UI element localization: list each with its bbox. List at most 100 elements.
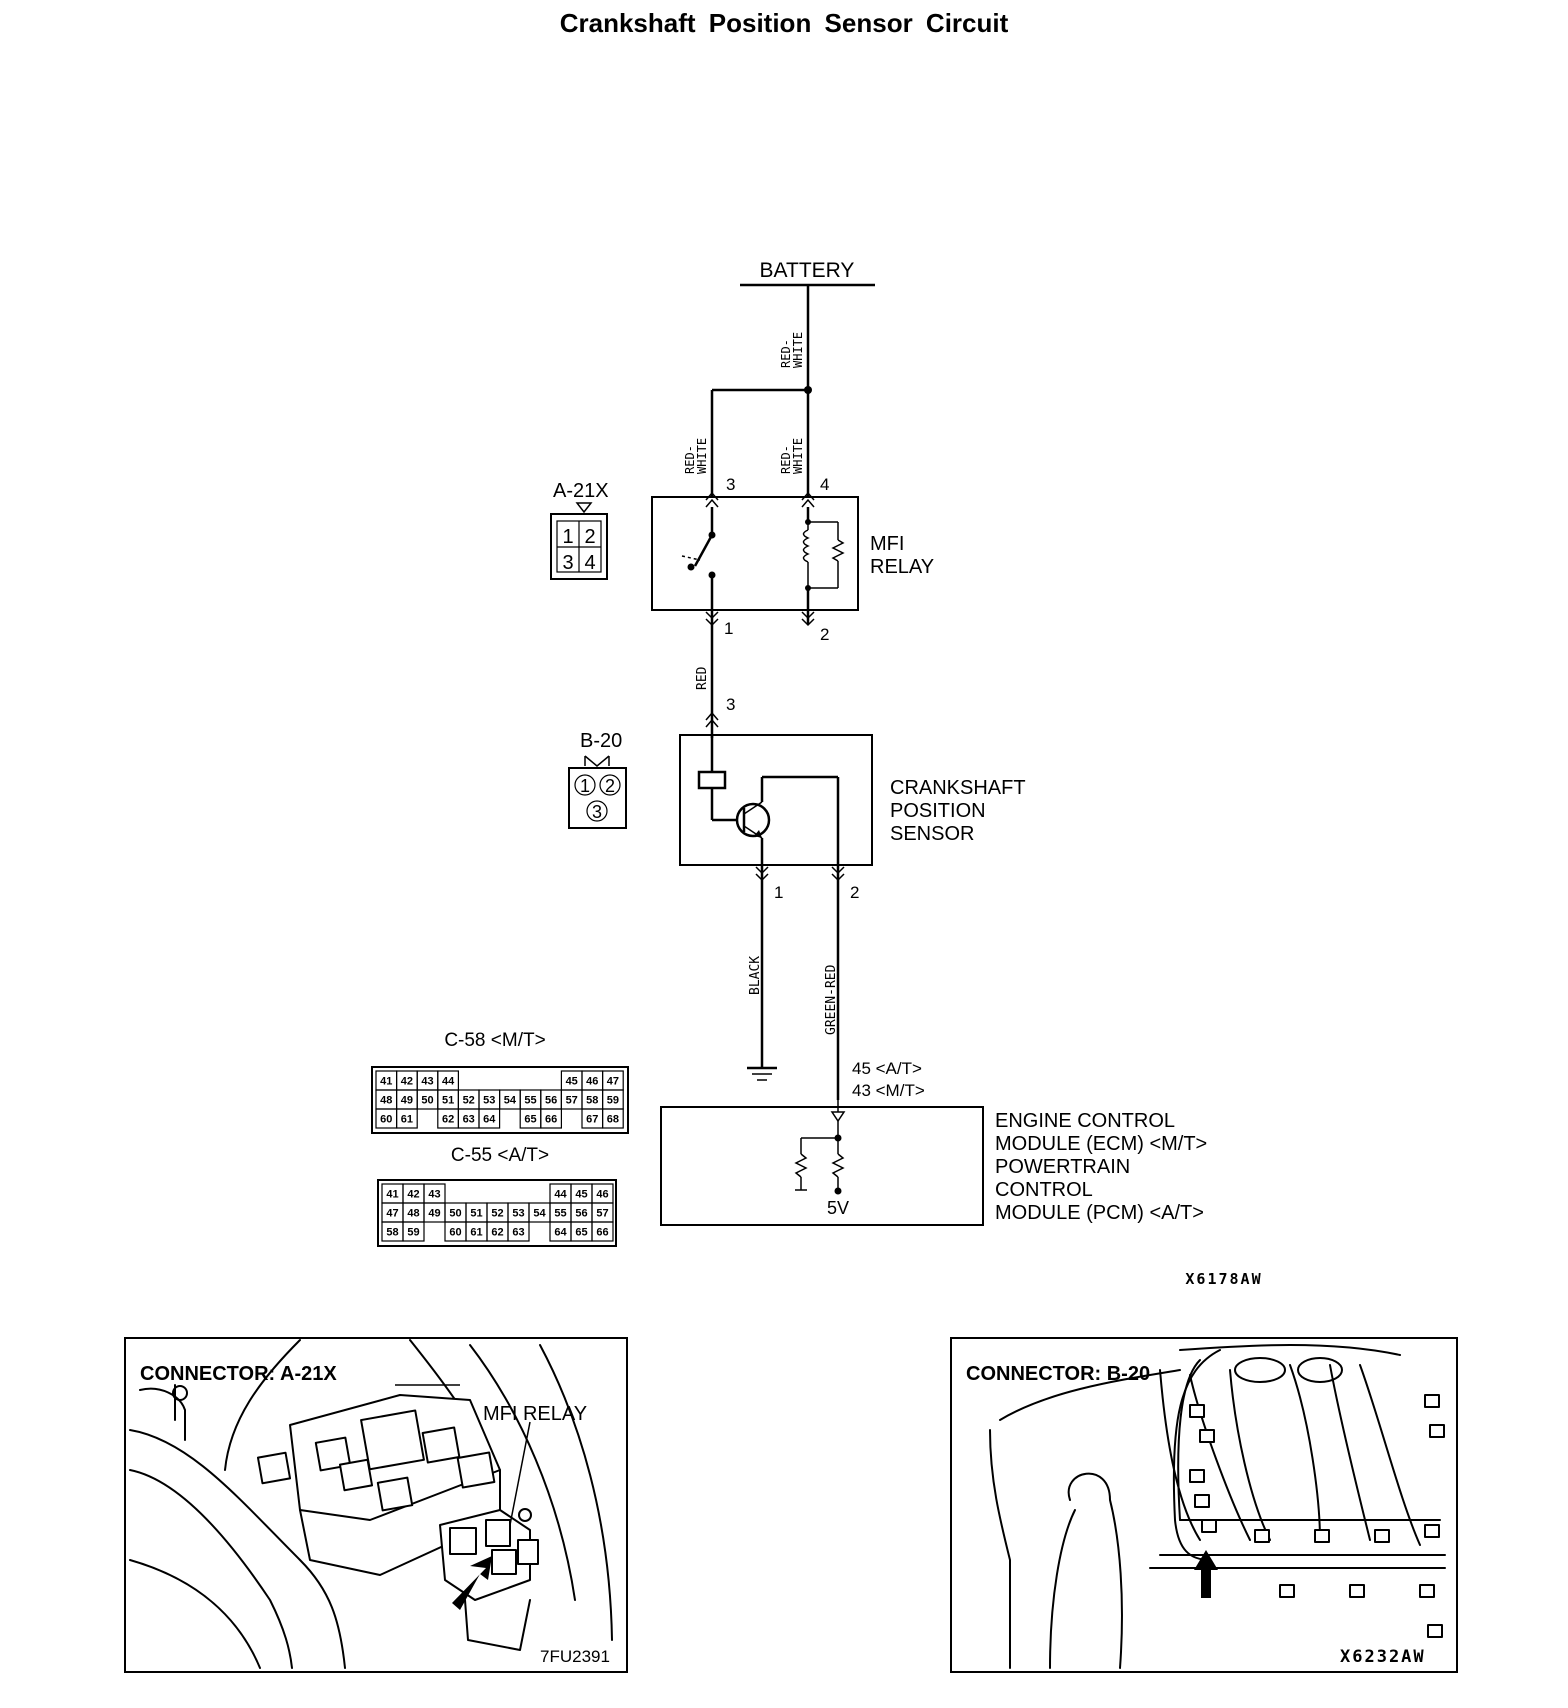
- pin-number: 59: [407, 1227, 419, 1239]
- wire-label-green-red: GREEN-RED: [824, 964, 839, 1035]
- pin-number: 65: [575, 1227, 587, 1239]
- sensor-transistor: [735, 802, 771, 838]
- pin-number: 55: [554, 1208, 566, 1220]
- svg-text:WHITE: WHITE: [791, 438, 805, 474]
- ecm-box: [660, 1106, 984, 1226]
- pin-number: 44: [442, 1076, 455, 1088]
- relay-pin-4: 4: [820, 475, 829, 494]
- pin-cell: [601, 1108, 624, 1129]
- wire-label-branch-left: RED- WHITE: [683, 438, 709, 474]
- pin-number: 48: [407, 1208, 419, 1220]
- arrow-icon: [1194, 1550, 1218, 1598]
- svg-text:BLACK: BLACK: [748, 956, 763, 995]
- svg-text:RED-: RED-: [779, 339, 793, 368]
- ecm-pin-45: 45 <A/T>: [852, 1059, 922, 1078]
- ecm-label-line3: POWERTRAIN: [995, 1156, 1130, 1178]
- sensor-label-line2: POSITION: [890, 800, 986, 822]
- connector-view-b20: CONNECTOR: B-20 X6232AW: [950, 1337, 1458, 1673]
- pin-number: 60: [449, 1227, 461, 1239]
- pin-cell: [402, 1221, 425, 1242]
- pin-number: 50: [421, 1095, 433, 1107]
- wire-label-red: RED: [695, 666, 710, 690]
- relay-pin-1: 1: [724, 619, 733, 638]
- pin-number: 66: [545, 1114, 557, 1126]
- sensor-label-line3: SENSOR: [890, 823, 974, 845]
- pin-number: 52: [491, 1208, 503, 1220]
- pin-number: 54: [533, 1208, 546, 1220]
- pin-cell: [396, 1108, 418, 1129]
- pin-number: 57: [596, 1208, 608, 1220]
- connector-c58-label: C-58 <M/T>: [444, 1030, 545, 1051]
- sensor-label-line1: CRANKSHAFT: [890, 777, 1026, 799]
- view-b20-frame: [950, 1337, 1458, 1673]
- pin-number: 46: [586, 1076, 598, 1088]
- pin-number: 68: [607, 1114, 619, 1126]
- svg-text:RED-: RED-: [683, 445, 697, 474]
- svg-text:RED-: RED-: [779, 445, 793, 474]
- pin-number: 51: [442, 1095, 454, 1107]
- pin-number: 61: [470, 1227, 482, 1239]
- sensor-box: [679, 734, 873, 866]
- view-a21x-code: 7FU2391: [540, 1647, 610, 1666]
- b20-cell: 3: [592, 802, 602, 822]
- pin-cell: [591, 1221, 614, 1242]
- pin-number: 59: [607, 1095, 619, 1107]
- pin-number: 43: [421, 1076, 433, 1088]
- pin-number: 57: [566, 1095, 578, 1107]
- pin-marker: [801, 618, 815, 627]
- pin-number: 63: [463, 1114, 475, 1126]
- a21x-cell: 3: [562, 552, 573, 574]
- mfi-relay-label-line2: RELAY: [870, 556, 934, 578]
- pin-number: 64: [483, 1114, 496, 1126]
- pin-number: 63: [512, 1227, 524, 1239]
- connector-a21x-label: A-21X: [553, 480, 609, 502]
- pin-number: 44: [554, 1189, 567, 1201]
- pin-number: 47: [386, 1208, 398, 1220]
- pin-number: 43: [428, 1189, 440, 1201]
- pin-number: 41: [386, 1189, 398, 1201]
- relay-pin-2: 2: [820, 625, 829, 644]
- ecm-label-line4: CONTROL: [995, 1179, 1093, 1201]
- connector-c55-label: C-55 <A/T>: [451, 1145, 549, 1166]
- wire-label-black: BLACK: [748, 956, 763, 995]
- pin-number: 49: [401, 1095, 413, 1107]
- view-a21x-title: CONNECTOR: A-21X: [140, 1363, 337, 1385]
- a21x-cell: 2: [584, 526, 595, 548]
- pin-number: 52: [463, 1095, 475, 1107]
- connector-b20-label: B-20: [580, 730, 622, 752]
- b20-cell: 2: [605, 776, 615, 796]
- pin-marker: [801, 498, 815, 508]
- pin-number: 51: [470, 1208, 482, 1220]
- view-b20-code: X6232AW: [1340, 1647, 1426, 1667]
- pin-number: 66: [596, 1227, 608, 1239]
- ecm-label-line5: MODULE (PCM) <A/T>: [995, 1202, 1204, 1224]
- view-a21x-callout: MFI RELAY: [483, 1403, 587, 1425]
- pin-number: 46: [596, 1189, 608, 1201]
- pin-number: 45: [566, 1076, 578, 1088]
- ecm-resistor-right: [831, 1153, 845, 1178]
- battery-label: BATTERY: [760, 259, 855, 282]
- svg-text:RED: RED: [695, 666, 710, 690]
- pin-number: 56: [545, 1095, 557, 1107]
- relay-pin-3: 3: [726, 475, 735, 494]
- connector-a21x-key: [575, 502, 593, 514]
- arrow-icon: [452, 1556, 492, 1610]
- ecm-pin-43: 43 <M/T>: [852, 1081, 925, 1100]
- pin-marker: [705, 498, 719, 508]
- pin-number: 49: [428, 1208, 440, 1220]
- pin-number: 41: [380, 1076, 392, 1088]
- pin-number: 65: [524, 1114, 536, 1126]
- pin-number: 67: [586, 1114, 598, 1126]
- pin-number: 64: [554, 1227, 567, 1239]
- page-title: Crankshaft Position Sensor Circuit: [559, 8, 1009, 38]
- pin-number: 62: [491, 1227, 503, 1239]
- ecm-pin-marker: [830, 1111, 846, 1123]
- sensor-element: [697, 770, 727, 790]
- a21x-cell: 4: [584, 552, 595, 574]
- connector-b20-key: [584, 755, 610, 767]
- wire-label-branch-right: RED- WHITE: [779, 438, 805, 474]
- diagram-code: X6178AW: [1185, 1270, 1262, 1288]
- pin-number: 58: [586, 1095, 598, 1107]
- ecm-label-line2: MODULE (ECM) <M/T>: [995, 1133, 1207, 1155]
- connector-b20: [568, 767, 627, 829]
